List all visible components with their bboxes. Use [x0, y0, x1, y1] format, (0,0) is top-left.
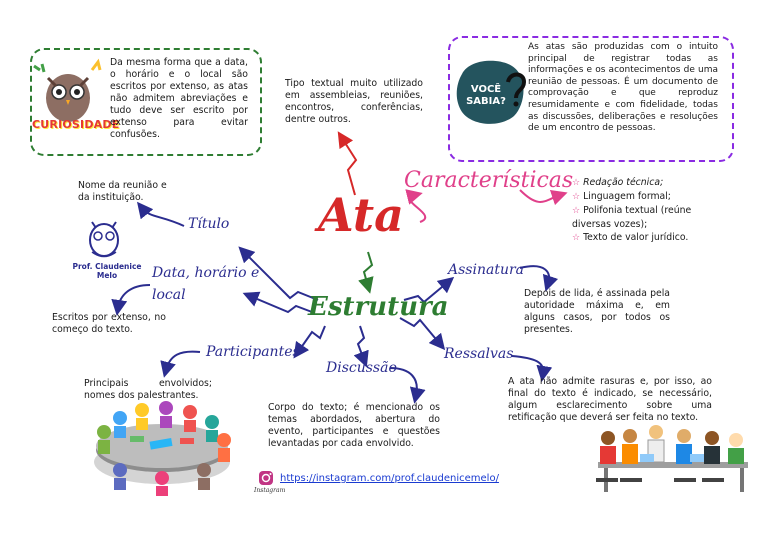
instagram-caption: Instagram — [254, 487, 286, 494]
arrow-data-text — [111, 284, 151, 316]
arrow-to-ressalvas — [399, 317, 446, 351]
arrow-to-estrutura — [358, 251, 374, 294]
center-title: Ata — [318, 188, 404, 242]
arrow-ress-text — [511, 355, 553, 382]
caract-item-4: ☆Texto de valor jurídico. — [572, 232, 689, 243]
caract-item-2: ☆Linguagem formal; — [572, 191, 671, 202]
ressalvas-label: Ressalvas — [444, 346, 514, 362]
instagram-link[interactable]: https://instagram.com/prof.claudenicemel… — [280, 473, 499, 484]
participantes-text: Principais envolvidos; nomes dos palestr… — [84, 378, 212, 401]
titulo-label: Título — [188, 216, 230, 232]
ressalvas-text: A ata não admite rasuras e, por isso, ao… — [508, 376, 712, 423]
discussao-label: Discussão — [326, 360, 397, 376]
caract-item-1: ☆Redação técnica; — [572, 177, 664, 188]
arrow-to-titulo — [238, 246, 319, 301]
arrow-assin-text — [519, 265, 559, 292]
caract-item-3: ☆Polifonia textual (reúne diversas vozes… — [572, 205, 692, 230]
arrow-titulo-text — [136, 201, 185, 227]
assinatura-text: Depois de lida, é assinada pela autorida… — [524, 288, 670, 335]
arrow-disc-text — [389, 367, 426, 404]
caracteristicas-label: Características — [404, 168, 574, 193]
curiosidade-badge: CURIOSIDADE — [32, 118, 120, 131]
arrow-to-topo — [337, 131, 358, 196]
curiosidade-box — [30, 48, 262, 156]
discussao-text: Corpo do texto; é mencionado os temas ab… — [268, 402, 440, 449]
arrow-to-discussao — [353, 325, 369, 368]
sabia-label: SABIA? — [466, 96, 506, 107]
curiosidade-text: Da mesma forma que a data, o horário e o… — [110, 57, 248, 140]
participantes-label: Participantes — [206, 344, 300, 360]
data-label-line2: local — [152, 287, 186, 303]
titulo-text: Nome da reunião e da instituição. — [78, 180, 167, 203]
estrutura-label: Estrutura — [308, 292, 449, 322]
arrow-caract-to-list — [519, 189, 568, 206]
data-label: Data, horário e local — [152, 262, 259, 306]
arrow-to-caracteristicas — [405, 189, 427, 223]
voce-sabia-badge: VOCÊ SABIA? — [462, 84, 510, 108]
assinatura-label: Assinatura — [448, 262, 525, 278]
voce-sabia-text: As atas são produzidas com o intuito pri… — [528, 42, 718, 134]
voce-sabia-box — [448, 36, 734, 162]
logo-caption: Prof. Claudenice Melo — [72, 262, 142, 280]
arrow-to-assinatura — [403, 276, 455, 304]
topo-text: Tipo textual muito utilizado em assemble… — [285, 78, 423, 125]
voce-label: VOCÊ — [470, 84, 502, 95]
data-label-line1: Data, horário e — [152, 265, 260, 281]
arrow-to-data — [242, 291, 313, 314]
arrow-to-participantes — [293, 325, 326, 359]
arrow-part-text — [160, 350, 201, 378]
data-text: Escritos por extenso, no começo do texto… — [52, 312, 166, 335]
caracteristicas-list: ☆Redação técnica; ☆Linguagem formal; ☆Po… — [572, 176, 722, 245]
